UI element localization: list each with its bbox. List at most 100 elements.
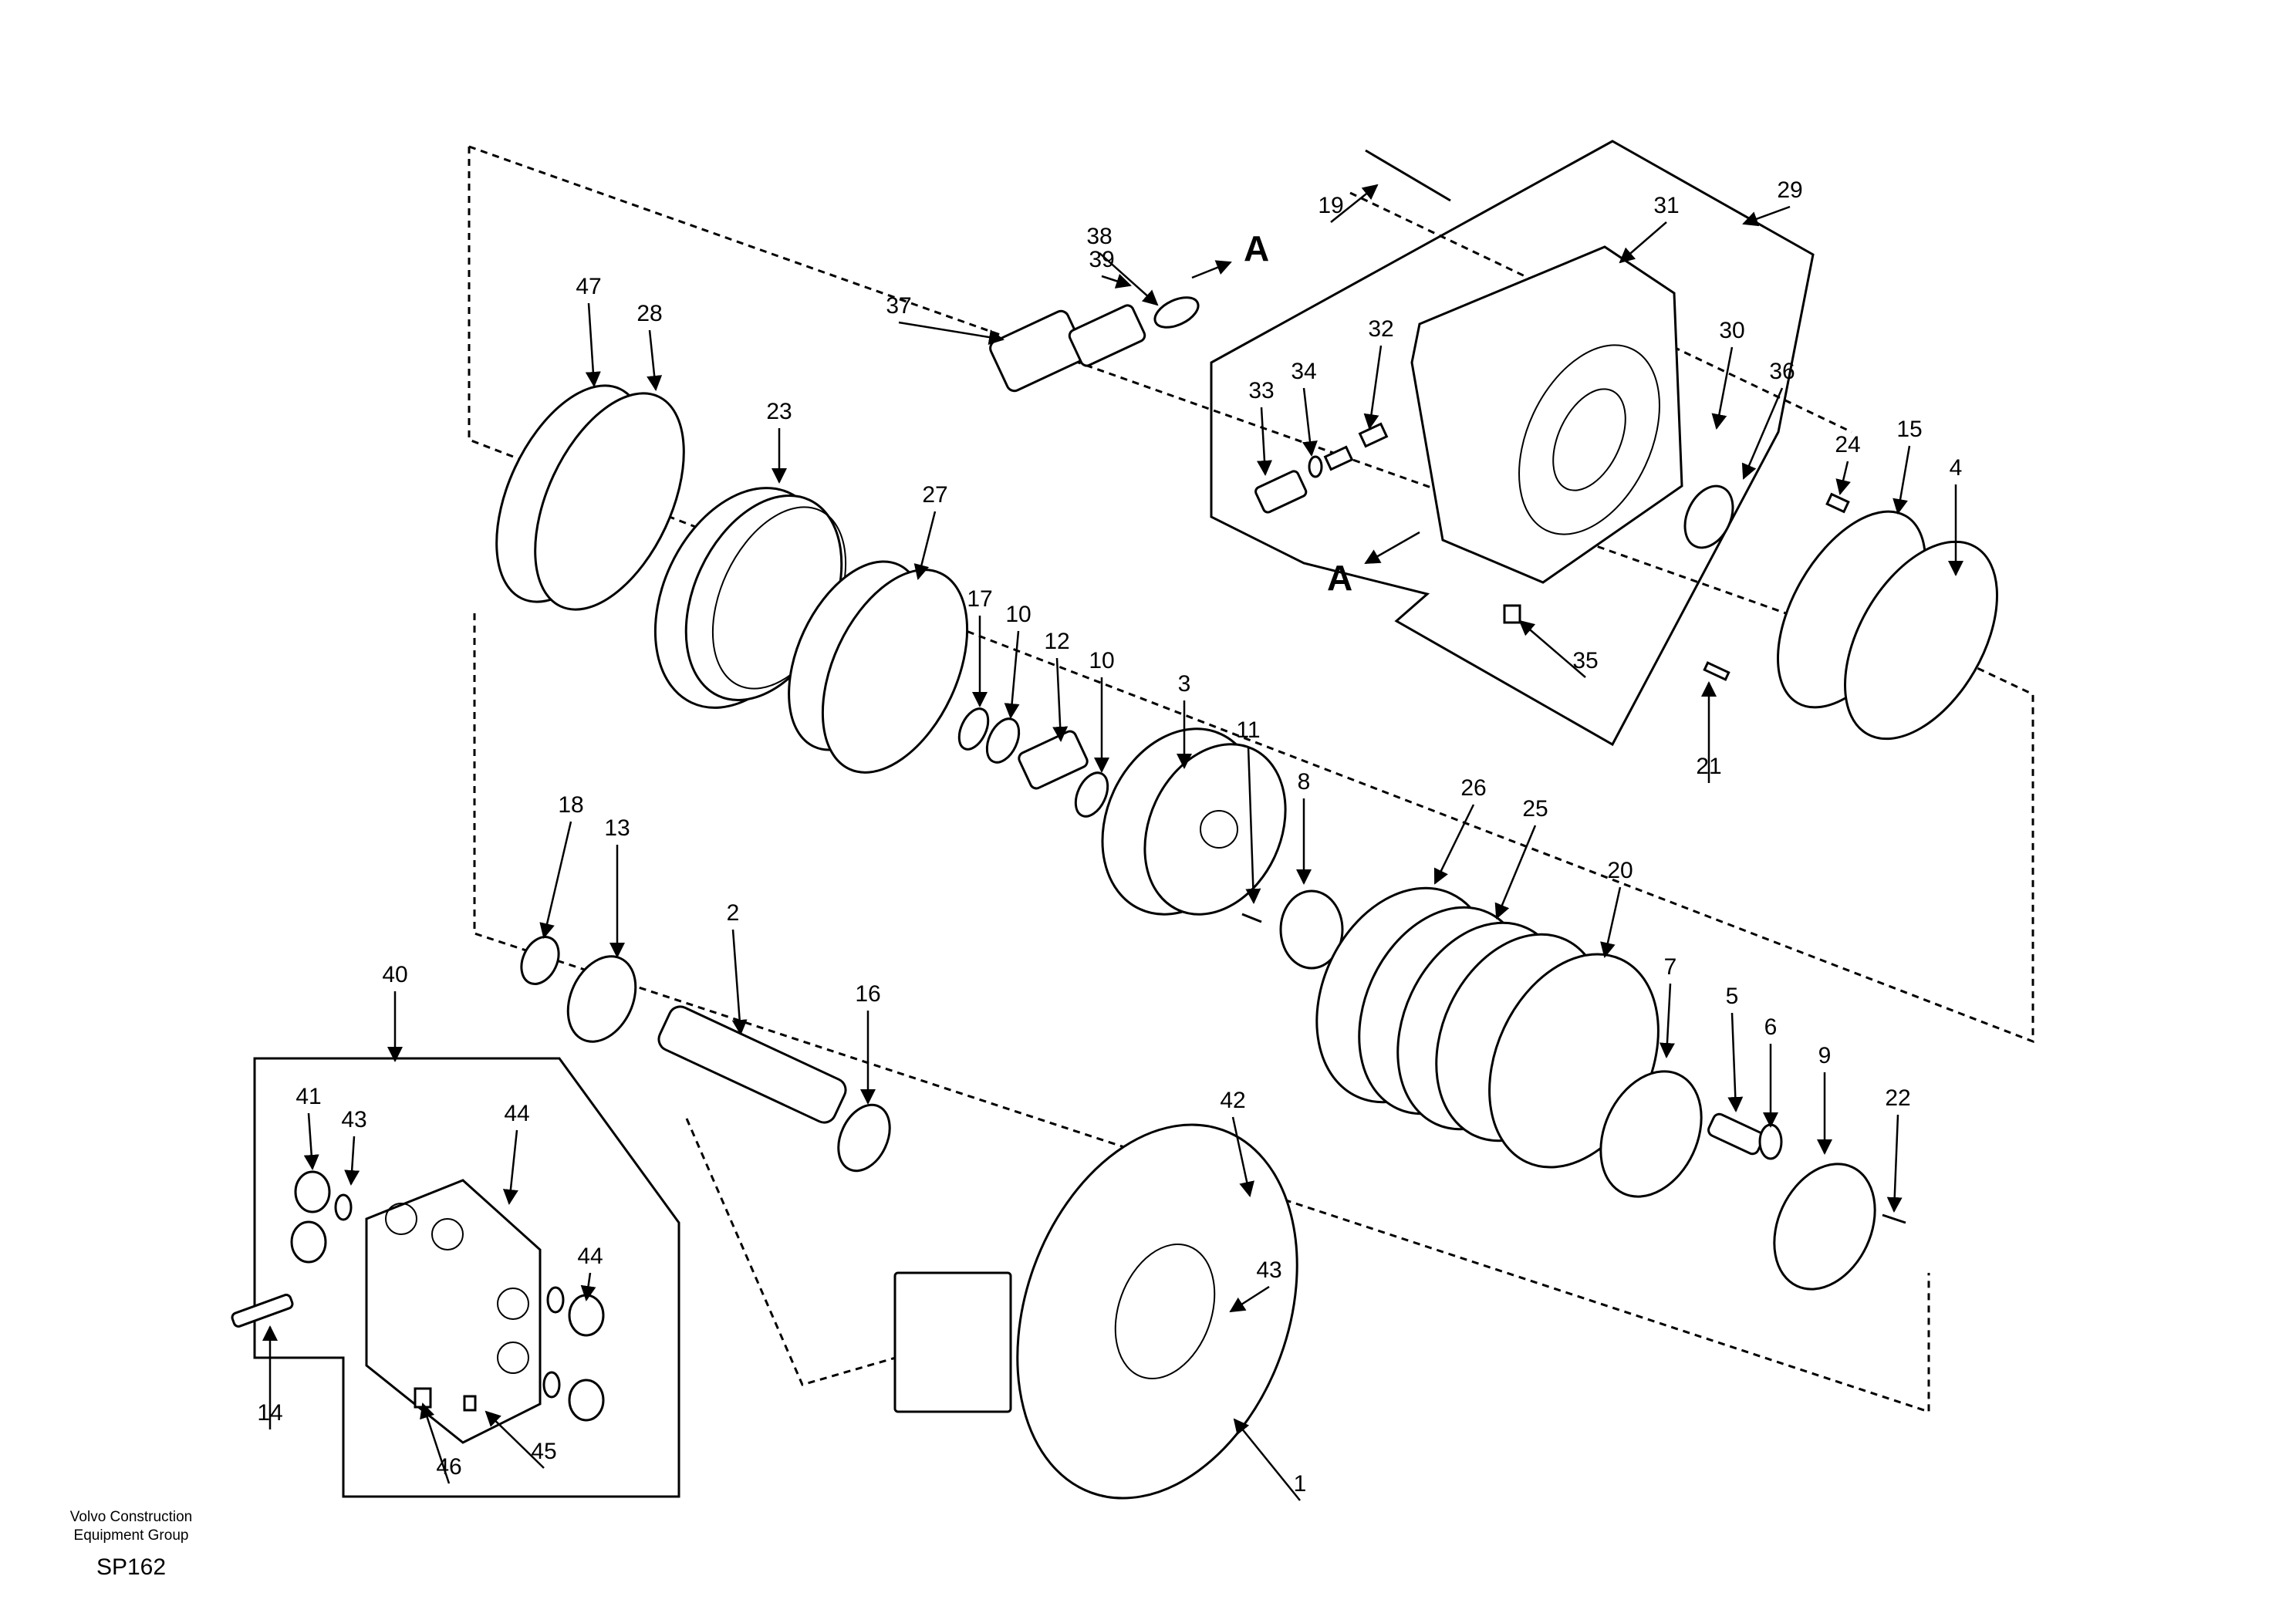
oil-seal-16 (837, 1103, 891, 1173)
callout-leader (1835, 461, 1851, 495)
callout-45: 45 (485, 1410, 557, 1469)
o-ring-27 (821, 569, 969, 774)
section-marker-label: A (1327, 558, 1352, 598)
callout-number: 25 (1522, 796, 1548, 822)
callout-number: 44 (577, 1244, 603, 1269)
bolt-14 (231, 1294, 294, 1328)
callout-12: 12 (1044, 629, 1070, 742)
callout-leader (898, 321, 1004, 345)
callout-number: 23 (766, 399, 792, 424)
callout-number: 1 (1294, 1471, 1307, 1497)
callout-number: 46 (436, 1454, 461, 1480)
callout-number: 13 (604, 815, 630, 841)
callout-number: 6 (1764, 1014, 1778, 1040)
callout-number: 29 (1777, 177, 1802, 203)
callout-leader (539, 821, 572, 939)
section-marker-bottom: A (1327, 531, 1420, 598)
callout-number: 12 (1044, 629, 1069, 654)
retainer-plate-7 (1599, 1070, 1703, 1198)
snap-ring-18 (520, 936, 560, 985)
callout-5: 5 (1726, 984, 1744, 1112)
bearing-38 (1683, 484, 1734, 549)
callout-number: 7 (1664, 954, 1677, 980)
cylinder-block-3 (1101, 727, 1287, 916)
callout-number: 31 (1653, 193, 1679, 218)
callout-28: 28 (636, 301, 663, 391)
callout-leader (1494, 825, 1537, 920)
callout-leader (1101, 273, 1132, 289)
callout-23: 23 (766, 399, 792, 484)
callout-17: 17 (967, 586, 993, 707)
callout-leader (1727, 1012, 1744, 1112)
org-name-line-2: Equipment Group (73, 1527, 189, 1544)
callout-leader (1518, 619, 1586, 678)
callout-number: 35 (1572, 648, 1598, 673)
swash-plate-9 (1773, 1163, 1876, 1291)
callout-number: 38 (1086, 224, 1112, 249)
footer: Volvo Construction Equipment Group SP162 (62, 1508, 201, 1581)
callout-13: 13 (604, 815, 630, 958)
callout-leader (1741, 387, 1784, 480)
callout-44: 44 (577, 1244, 603, 1301)
callout-number: 14 (257, 1400, 282, 1426)
callout-47: 47 (576, 274, 602, 387)
callout-leader (647, 329, 663, 391)
section-marker-label: A (1244, 228, 1269, 268)
callout-number: 43 (341, 1107, 366, 1132)
callout-7: 7 (1659, 954, 1677, 1058)
callout-leader (1363, 345, 1383, 430)
callout-number: 36 (1769, 359, 1795, 384)
callout-35: 35 (1518, 619, 1599, 678)
callout-number: 42 (1220, 1088, 1245, 1113)
callout-number: 22 (1885, 1085, 1910, 1111)
callout-leader (731, 929, 748, 1035)
brake-piston-23 (653, 487, 847, 709)
callout-number: 45 (531, 1439, 556, 1464)
callout-number: 3 (1178, 671, 1191, 697)
callout-number: 39 (1089, 247, 1114, 272)
callout-31: 31 (1619, 193, 1680, 264)
drive-shaft-2 (657, 1005, 847, 1124)
callout-number: 27 (922, 482, 947, 508)
callout-number: 47 (576, 274, 601, 299)
callout-leader (1229, 1285, 1270, 1313)
callout-number: 21 (1696, 754, 1721, 779)
callout-number: 2 (727, 900, 740, 926)
pin-22 (1882, 1213, 1906, 1224)
callout-18: 18 (539, 792, 584, 939)
callout-number: 32 (1368, 316, 1393, 342)
plug-37 (1503, 604, 1521, 624)
callout-leader (1893, 445, 1911, 515)
valve-housing-32 (1410, 245, 1683, 584)
callout-14: 14 (257, 1325, 283, 1429)
callout-leader (1233, 1418, 1301, 1501)
callout-leader (485, 1410, 545, 1469)
callout-leader (913, 511, 937, 580)
motor-housing-1 (893, 1123, 1298, 1500)
manifold-block-42 (365, 1179, 542, 1444)
callout-number: 10 (1089, 648, 1114, 673)
callout-leader (1245, 746, 1261, 904)
callout-leader (1433, 804, 1475, 885)
callout-number: 30 (1719, 318, 1744, 343)
callout-leader (1231, 1116, 1254, 1197)
plug-24 (1825, 492, 1850, 514)
callout-number: 33 (1248, 378, 1274, 403)
pin-21 (1703, 661, 1730, 681)
callout-2: 2 (727, 900, 748, 1035)
bearing-13 (566, 955, 637, 1043)
callout-number: 8 (1298, 769, 1311, 795)
callout-30: 30 (1711, 318, 1745, 430)
callout-layer: 1234567891010111213141516171819202122232… (257, 177, 1963, 1501)
callout-number: 10 (1005, 602, 1031, 627)
callout-22: 22 (1885, 1085, 1911, 1213)
callout-26: 26 (1433, 775, 1487, 885)
callout-number: 40 (382, 962, 407, 987)
callout-leader (1330, 184, 1379, 223)
callout-3: 3 (1177, 671, 1192, 769)
callout-36: 36 (1741, 359, 1795, 480)
screw-46 (463, 1395, 477, 1412)
check-valve-33-36 (1254, 422, 1389, 514)
callout-number: 26 (1460, 775, 1486, 801)
